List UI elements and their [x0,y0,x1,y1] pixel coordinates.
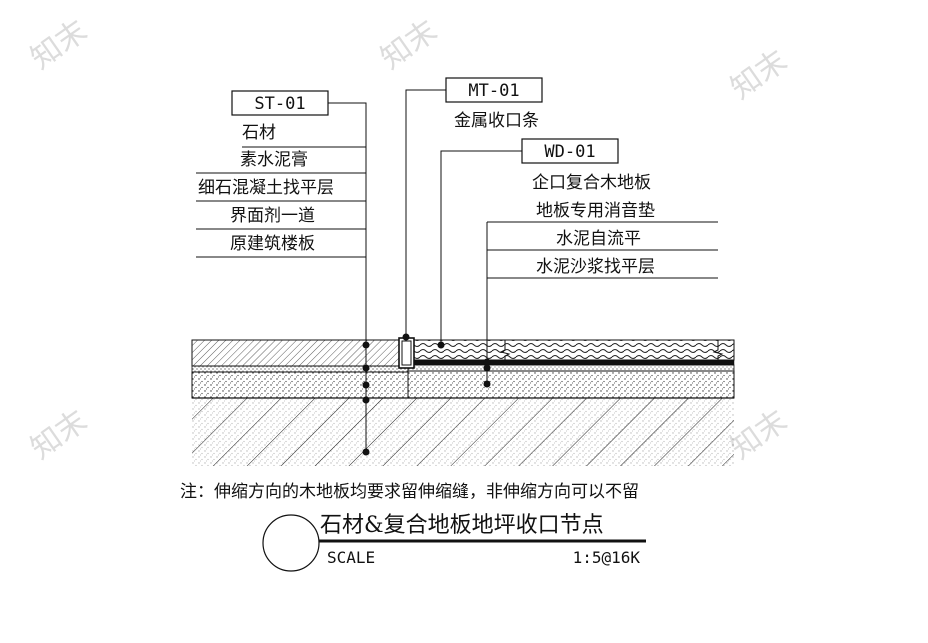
st01-callout: ST-01 石材 素水泥膏 细石混凝土找平层 界面剂一道 原建筑楼板 [196,90,370,456]
underlay-layer [407,359,735,366]
watermark: 知末 [25,13,94,76]
wd01-leader [440,150,522,345]
wd01-tag: WD-01 [544,142,595,162]
st01-layer-label: 原建筑楼板 [230,234,315,254]
mt01-label: 金属收口条 [454,111,539,131]
scale-value: 1:5@16K [573,548,641,567]
detail-number-circle [262,514,320,572]
st01-tag: ST-01 [254,94,305,114]
mt01-callout: MT-01 金属收口条 [402,77,543,341]
self-leveling-layer [407,364,735,372]
st01-layer-label: 素水泥膏 [240,149,308,170]
mt01-tag: MT-01 [468,81,519,101]
scale-label: SCALE [327,548,375,567]
cement-paste-layer [191,365,409,373]
title-block: 石材&复合地板地坪收口节点 SCALE 1:5@16K [262,513,646,572]
wd01-layer-label: 水泥自流平 [556,229,641,249]
wd01-callout: WD-01 企口复合木地板 地板专用消音垫 水泥自流平 水泥沙浆找平层 [437,138,718,388]
wd01-layer-label: 地板专用消音垫 [536,201,655,221]
wood-floor-layer [413,339,735,361]
st01-layer-label: 界面剂一道 [230,206,315,226]
detail-title: 石材&复合地板地坪收口节点 [320,513,604,538]
watermark: 知末 [725,403,794,466]
st01-layer-label: 细石混凝土找平层 [198,178,334,198]
watermark: 知末 [725,43,794,106]
st01-leader [328,102,367,452]
wd01-tag-box [521,138,619,164]
watermark: 知末 [375,13,444,76]
mortar-leveling-layer [407,370,735,399]
mt01-leader [405,89,446,337]
st01-tag-box [231,90,329,116]
concrete-leveling-layer [191,371,409,399]
floor-section [191,337,735,466]
wd01-layer-label: 水泥沙浆找平层 [536,257,655,277]
watermark: 知末 [25,403,94,466]
stone-layer [191,339,400,367]
st01-layer-label: 石材 [242,123,276,143]
construction-note: 注：伸缩方向的木地板均要求留伸缩缝，非伸缩方向可以不留 [180,482,639,502]
wd01-layer-label: 企口复合木地板 [532,173,651,193]
